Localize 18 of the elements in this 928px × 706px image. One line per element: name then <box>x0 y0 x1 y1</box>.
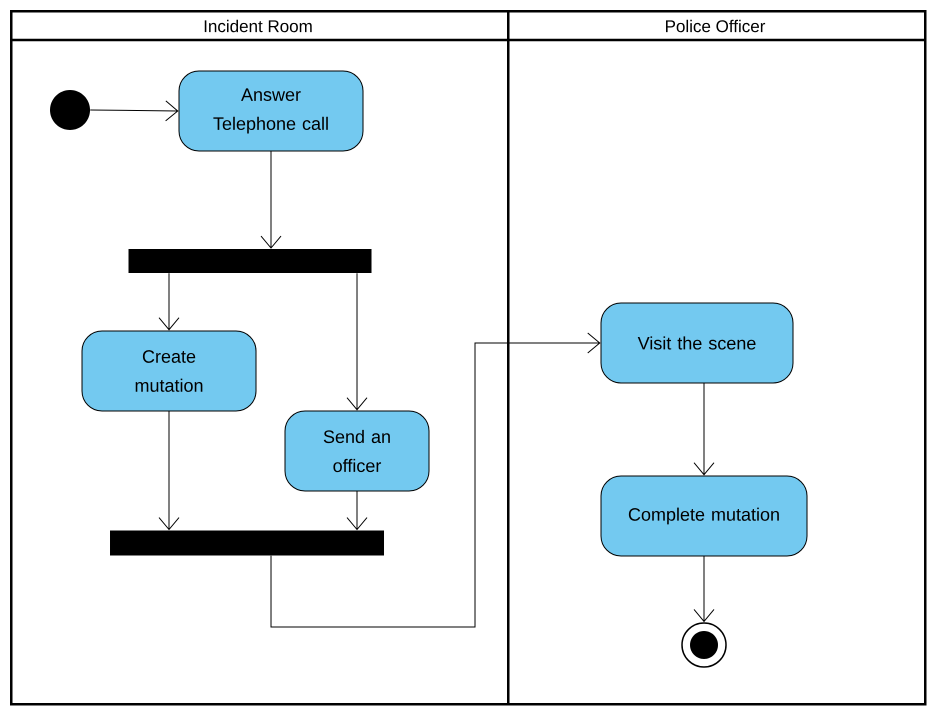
arrow <box>694 556 714 622</box>
sync-bar <box>110 530 384 556</box>
arrow <box>90 100 179 122</box>
arrow <box>158 411 180 530</box>
arrow <box>346 272 368 410</box>
initial-node <box>50 90 90 130</box>
action-box: Create mutation <box>82 330 256 412</box>
arrow <box>694 383 714 476</box>
arrow <box>260 151 282 249</box>
arrow <box>346 491 368 530</box>
arrow <box>158 272 180 330</box>
action-box: Visit the scene <box>600 302 794 384</box>
action-box: Complete mutation <box>600 476 808 556</box>
action-box: Send an officer <box>284 410 430 492</box>
arrow <box>270 332 600 628</box>
action-box: Answer Telephone call <box>178 70 364 152</box>
sync-bar <box>128 249 372 273</box>
final-node <box>681 622 727 668</box>
